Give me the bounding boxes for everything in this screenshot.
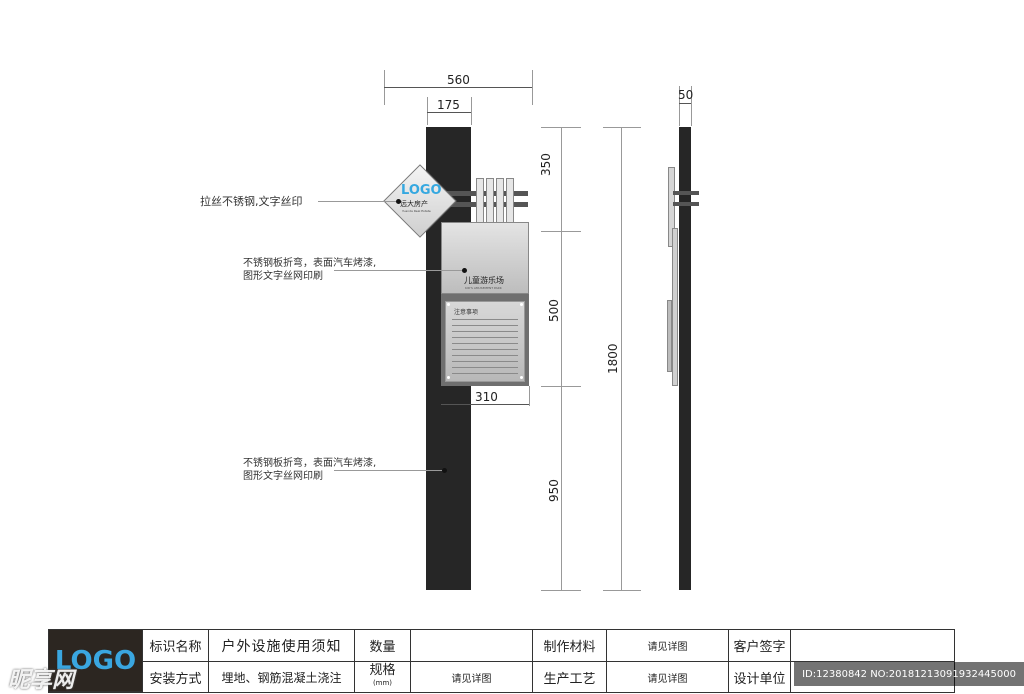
tb-value-name-cell: 户外设施使用须知: [209, 630, 355, 662]
tb-value-process-cell: 请见详图: [607, 662, 729, 692]
tb-label-process-cell: 生产工艺: [533, 662, 607, 692]
dim-175-label: 175: [437, 98, 460, 112]
tb-value-install: 埋地、钢筋混凝土浇注: [221, 670, 342, 685]
tb-logo-cell: LOGO: [49, 630, 143, 692]
tb-label-material: 制作材料: [543, 640, 596, 655]
tb-label-designer-cell: 设计单位: [729, 662, 791, 692]
watermark-right: ID:12380842 NO:20181213091932445000: [794, 662, 1024, 686]
steel-fin-2: [486, 178, 494, 228]
callout-middle-line1: 不锈钢板折弯，表面汽车烤漆,: [243, 258, 377, 269]
tb-label-process: 生产工艺: [543, 671, 596, 687]
tb-label-material-cell: 制作材料: [533, 630, 607, 662]
watermark-right-text: ID:12380842 NO:20181213091932445000: [802, 668, 1016, 680]
dim-560-label: 560: [447, 73, 470, 87]
callout-line-top: [318, 201, 396, 202]
notice-text-block: [452, 319, 518, 375]
notice-screw-bl: [447, 376, 450, 379]
side-arm-lower: [673, 202, 699, 206]
dim-950-label: 950: [547, 479, 561, 502]
dim-50-line: [679, 103, 691, 104]
side-logo-plate: [668, 167, 675, 247]
callout-dot-bottom: [442, 468, 447, 473]
tb-value-qty-cell: [411, 630, 533, 662]
tb-label-client-sign: 客户签字: [733, 640, 786, 655]
dim-1800-line: [621, 127, 622, 590]
notice-title: 注意事项: [454, 309, 479, 316]
sign-panel-subtitle: KID'S AMUSEMENT PARK: [465, 286, 502, 290]
tb-logo: LOGO: [54, 645, 137, 676]
dim-1800-tick-top: [603, 127, 641, 128]
notice-screw-br: [520, 376, 523, 379]
tb-value-spec: 请见详图: [451, 673, 492, 685]
tb-value-process: 请见详图: [647, 673, 688, 685]
side-arm-upper: [673, 191, 699, 195]
callout-top-text: 拉丝不锈钢,文字丝印: [200, 195, 303, 208]
callout-line-bottom: [334, 470, 442, 471]
steel-fin-1: [476, 178, 484, 228]
steel-fin-4: [506, 178, 514, 228]
callout-dot-middle: [462, 268, 467, 273]
tb-label-designer: 设计单位: [733, 671, 786, 687]
side-notice-bracket: [667, 300, 672, 372]
dim-175-line: [427, 112, 471, 113]
tb-label-install-cell: 安装方式: [143, 662, 209, 692]
tb-label-qty: 数量: [369, 640, 396, 655]
side-sign-panel: [672, 228, 678, 386]
dim-50-ext-left: [679, 86, 680, 126]
dim-50-label: 50: [678, 88, 694, 102]
dim-310-label: 310: [475, 390, 498, 404]
tb-label-name-cell: 标识名称: [143, 630, 209, 662]
steel-fin-3: [496, 178, 504, 228]
tb-value-spec-cell: 请见详图: [411, 662, 533, 692]
tb-value-install-cell: 埋地、钢筋混凝土浇注: [209, 662, 355, 692]
dim-175-ext-right: [471, 97, 472, 125]
tb-label-spec-unit: (mm): [372, 679, 393, 687]
sign-panel-top: [441, 222, 529, 294]
dim-vertical-chain: [561, 127, 562, 590]
dim-50-ext-right: [691, 86, 692, 126]
tb-value-client-sign-cell: [791, 630, 954, 662]
tb-value-material-cell: 请见详图: [607, 630, 729, 662]
dim-1800-label: 1800: [606, 343, 620, 374]
dim-500-label: 500: [547, 299, 561, 322]
dim-310-line: [441, 404, 529, 405]
dim-tick-0: [541, 127, 581, 128]
dim-560-ext-right: [532, 70, 533, 105]
tb-label-client-sign-cell: 客户签字: [729, 630, 791, 662]
tb-label-spec-cell: 规格 (mm): [355, 662, 411, 692]
tb-label-install: 安装方式: [149, 671, 202, 687]
tb-value-name: 户外设施使用须知: [221, 638, 342, 655]
dim-560-line: [384, 87, 532, 88]
watermark-left: 昵享网: [8, 668, 75, 693]
dim-tick-850: [541, 386, 581, 387]
sign-brand-en: Yuanda Real Estate: [402, 209, 431, 213]
notice-screw-tl: [447, 303, 450, 306]
sign-brand-text: 远大房产: [400, 200, 428, 208]
dim-350-label: 350: [539, 153, 553, 176]
dim-tick-1800: [541, 590, 581, 591]
callout-line-middle: [334, 270, 462, 271]
tb-label-qty-cell: 数量: [355, 630, 411, 662]
sign-panel-title: 儿童游乐场: [464, 276, 504, 285]
tb-value-material: 请见详图: [647, 642, 688, 653]
callout-middle-line2: 图形文字丝网印刷: [243, 271, 323, 282]
tb-label-spec: 规格: [369, 663, 396, 678]
notice-screw-tr: [520, 303, 523, 306]
dim-175-ext-left: [427, 97, 428, 125]
dim-tick-350: [541, 231, 581, 232]
title-block: LOGO 标识名称 户外设施使用须知 数量 制作材料 请见详图 客户签字 安装方…: [48, 629, 955, 693]
sign-logo-text: LOGO: [401, 183, 442, 198]
dim-1800-tick-bottom: [603, 590, 641, 591]
dim-310-ext-right: [529, 386, 530, 406]
callout-bottom-line1: 不锈钢板折弯，表面汽车烤漆,: [243, 458, 377, 469]
callout-dot-top: [396, 199, 401, 204]
callout-bottom-line2: 图形文字丝网印刷: [243, 471, 323, 482]
post-side: [679, 127, 691, 590]
tb-label-name: 标识名称: [149, 640, 202, 655]
